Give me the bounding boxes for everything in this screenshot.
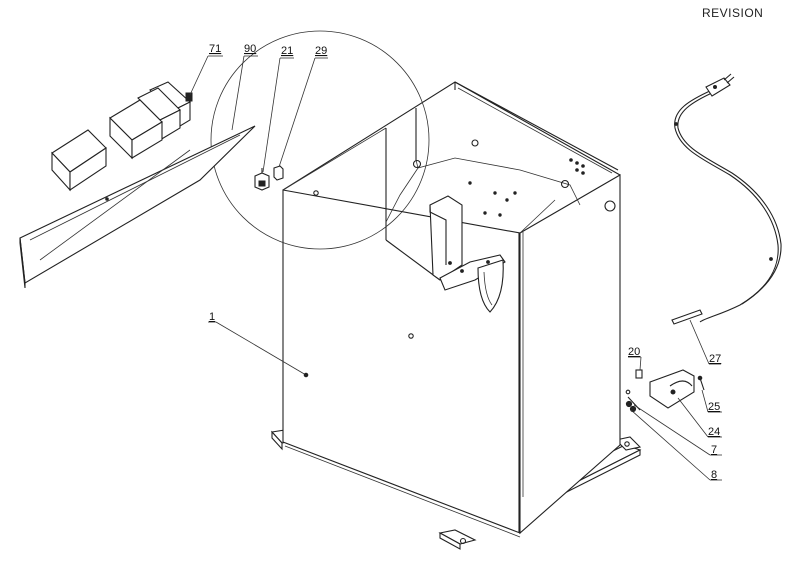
- callout-27: 27: [709, 353, 721, 365]
- callout-90: 90: [244, 43, 256, 55]
- callout-20: 20: [628, 346, 640, 358]
- callout-24: 24: [708, 426, 720, 438]
- bracket-part: [273, 165, 284, 181]
- leader-lines: [187, 55, 722, 481]
- callout-8: 8: [711, 469, 717, 481]
- detail-circle: [210, 30, 430, 250]
- cover-plate: [649, 369, 695, 409]
- callout-1: 1: [209, 311, 215, 323]
- screw-part: [697, 375, 705, 391]
- foam-blocks: [51, 81, 193, 192]
- power-cord: [671, 73, 782, 325]
- tray-plate: [19, 125, 256, 289]
- cabinet-body: [282, 81, 631, 538]
- inner-bracket: [429, 181, 517, 313]
- callout-21: 21: [281, 45, 293, 57]
- callout-25: 25: [708, 401, 720, 413]
- callout-71: 71: [209, 43, 221, 55]
- callout-labels: 71 90 21 29 1 20 27 25 24 7 8: [209, 43, 721, 481]
- switch-part: [254, 168, 270, 191]
- callout-7: 7: [711, 444, 717, 456]
- revision-label: REVISION: [702, 6, 763, 20]
- callout-29: 29: [315, 45, 327, 57]
